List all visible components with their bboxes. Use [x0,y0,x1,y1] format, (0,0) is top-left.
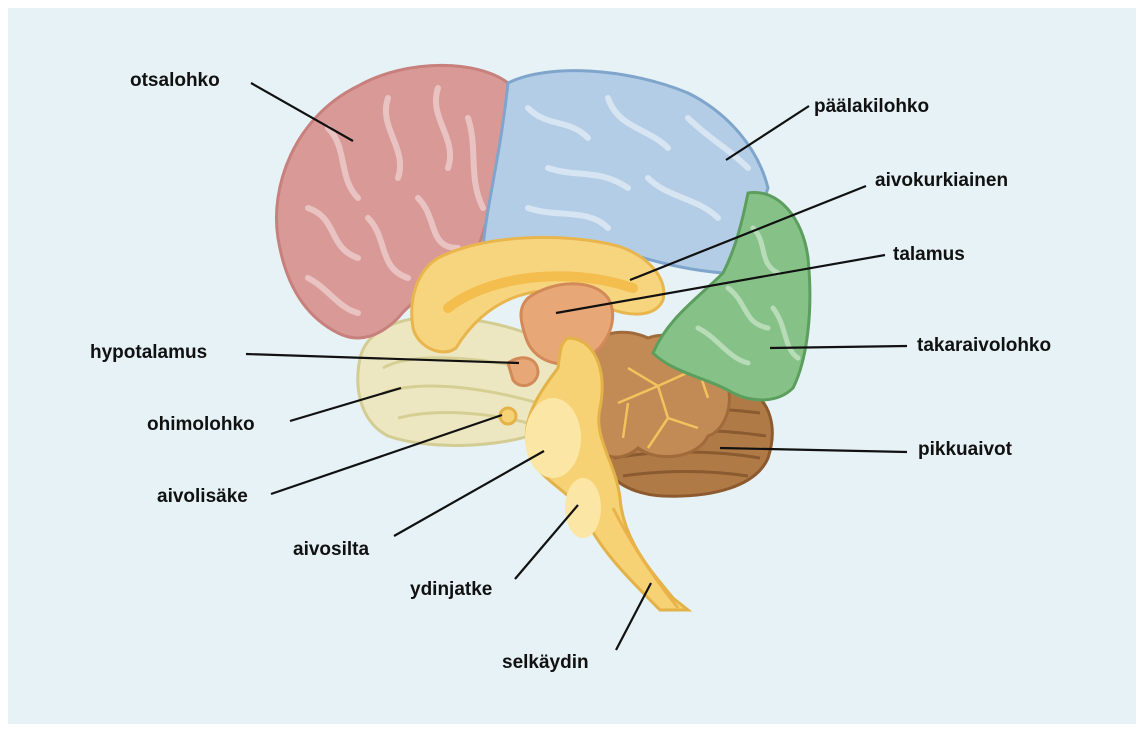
brain-illustration [8,8,1136,724]
label-aivosilta: aivosilta [293,539,369,561]
label-otsalohko: otsalohko [130,70,220,92]
label-selkaydin: selkäydin [502,652,589,674]
label-ohimolohko: ohimolohko [147,414,255,436]
label-takaraivolohko: takaraivolohko [917,335,1051,357]
label-aivokurkiainen: aivokurkiainen [875,170,1008,192]
diagram-panel: otsalohko päälakilohko aivokurkiainen ta… [8,8,1136,724]
label-paalakilohko: päälakilohko [814,96,929,118]
label-ydinjatke: ydinjatke [410,579,492,601]
label-talamus: talamus [893,244,965,266]
label-hypotalamus: hypotalamus [90,342,207,364]
label-aivolisake: aivolisäke [157,486,248,508]
label-pikkuaivot: pikkuaivot [918,439,1012,461]
